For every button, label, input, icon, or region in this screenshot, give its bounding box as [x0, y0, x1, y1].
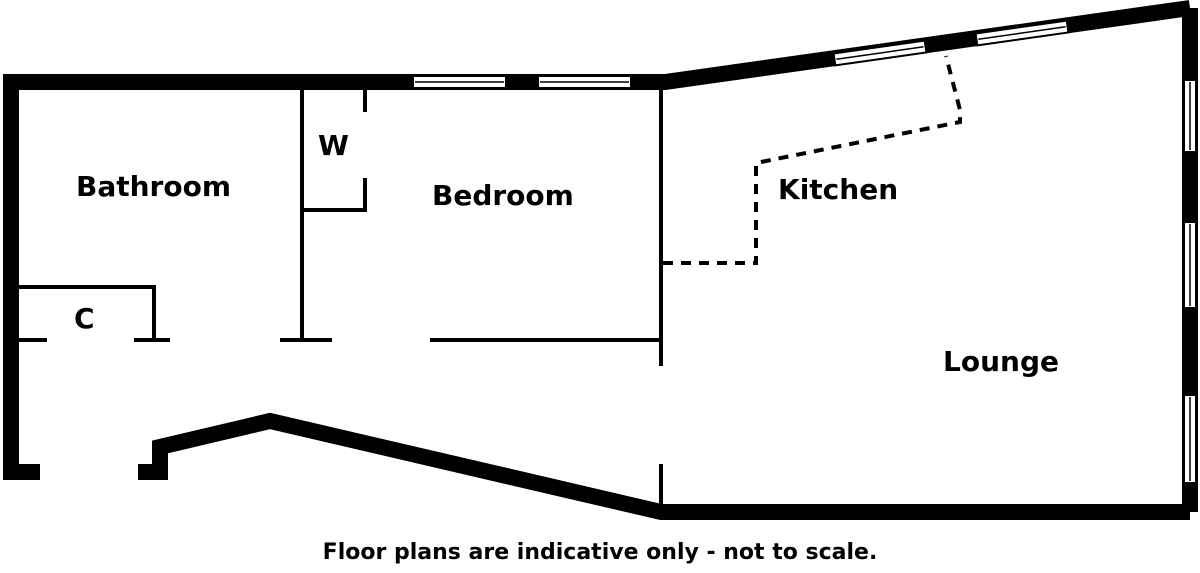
- interior-walls: [19, 90, 663, 506]
- wall-cupboard: [19, 285, 156, 340]
- window-lounge-2: [1183, 221, 1197, 309]
- room-label-wardrobe: W: [318, 129, 349, 162]
- room-label-cupboard: C: [74, 302, 95, 335]
- window-bedroom-2: [537, 75, 632, 89]
- window-lounge-1: [1183, 79, 1197, 153]
- room-label-bedroom: Bedroom: [432, 179, 574, 212]
- room-label-bathroom: Bathroom: [76, 170, 231, 203]
- room-label-lounge: Lounge: [943, 345, 1059, 378]
- disclaimer-note: Floor plans are indicative only - not to…: [322, 540, 878, 565]
- room-label-kitchen: Kitchen: [778, 173, 898, 206]
- window-lounge-3: [1183, 394, 1197, 484]
- wall-south: [138, 412, 1190, 520]
- windows: [412, 19, 1197, 484]
- window-bedroom-1: [412, 75, 507, 89]
- window-kitchen-2: [974, 19, 1070, 47]
- window-kitchen-1: [832, 39, 928, 67]
- kitchen-boundary: [663, 55, 962, 265]
